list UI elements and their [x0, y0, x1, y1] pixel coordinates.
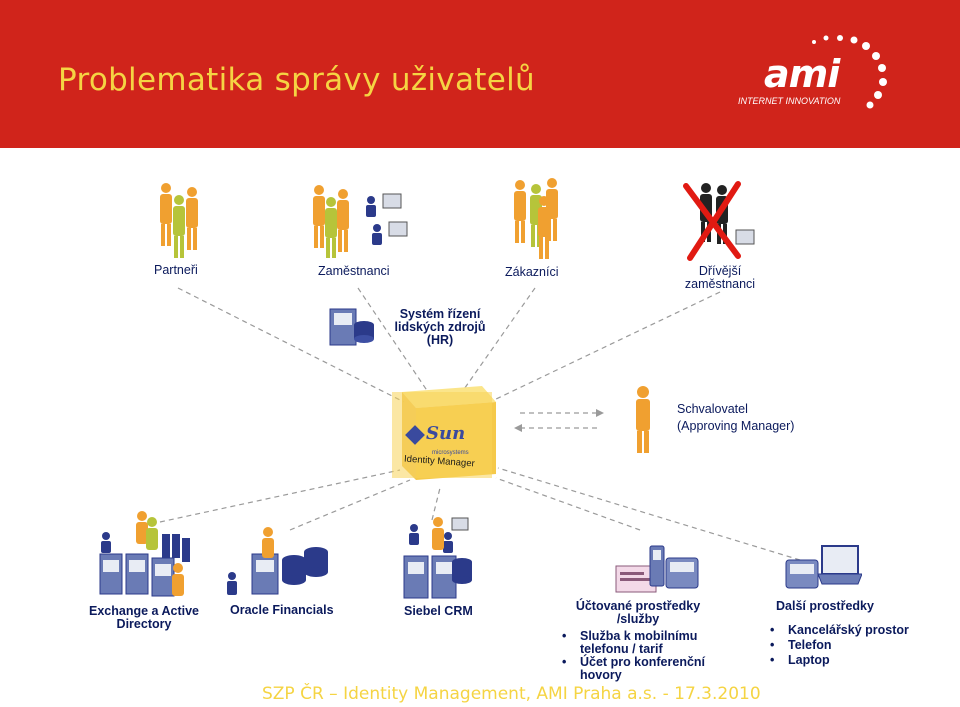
line-billing [495, 477, 641, 531]
billed-services-line1: Účtované prostředky [575, 599, 701, 613]
ami-logo: ami INTERNET INNOVATION [736, 30, 906, 120]
employees-label: Zaměstnanci [318, 264, 390, 278]
header-bar [0, 0, 960, 148]
sun-brand: Sun [426, 423, 466, 444]
customers-people-icon [514, 178, 558, 259]
exchange-ad-line1: Exchange a Active [88, 604, 199, 618]
logo-dots [812, 35, 887, 109]
billed-services-list: Služba k mobilnímu telefonu / tarif Účet… [560, 630, 730, 682]
hr-line3: (HR) [426, 333, 454, 347]
hr-line2: lidských zdrojů [394, 320, 486, 334]
hr-system-icon [329, 308, 374, 346]
line-siebel [431, 487, 441, 521]
list-item: Telefon [768, 638, 948, 653]
former-employees-line2: zaměstnanci [684, 277, 756, 291]
other-resources-icon [785, 545, 862, 589]
former-employees-label: Dřívější zaměstnanci [680, 265, 760, 291]
other-resources-label: Další prostředky [776, 599, 874, 613]
logo-word: ami [764, 52, 840, 96]
exchange-ad-label: Exchange a Active Directory [82, 605, 206, 631]
slide-title: Problematika správy uživatelů [58, 62, 535, 98]
list-item: Služba k mobilnímu telefonu / tarif [560, 630, 730, 656]
partners-label: Partneři [154, 263, 198, 277]
approver-line1: Schvalovatel [677, 402, 748, 416]
other-resources-list: Kancelářský prostor Telefon Laptop [768, 623, 948, 668]
line-customers [461, 287, 536, 393]
line-other [497, 467, 801, 561]
list-item: Laptop [768, 653, 948, 668]
customers-label: Zákazníci [505, 265, 559, 279]
partners-people-icon [160, 183, 198, 258]
line-oracle [289, 479, 411, 531]
approver-label: Schvalovatel (Approving Manager) [677, 403, 794, 433]
line-employees [357, 287, 429, 393]
list-item: Účet pro konferenční hovory [560, 656, 730, 682]
exchange-ad-line2: Directory [116, 617, 172, 631]
slide-footer: SZP ČR – Identity Management, AMI Praha … [262, 684, 761, 704]
logo-tagline: INTERNET INNOVATION [738, 96, 841, 106]
list-item: Kancelářský prostor [768, 623, 948, 638]
line-exchange [159, 469, 401, 523]
exchange-ad-icon [99, 511, 190, 597]
arrowhead-left [514, 424, 522, 432]
billed-services-label: Účtované prostředky /služby [560, 600, 716, 626]
line-partners [177, 287, 405, 403]
oracle-financials-label: Oracle Financials [230, 603, 334, 617]
sun-sub: microsystems [432, 450, 469, 456]
siebel-crm-label: Siebel CRM [404, 604, 473, 618]
former-employees-crossed-icon [683, 181, 755, 261]
identity-manager-box [392, 386, 496, 480]
oracle-financials-icon [227, 527, 328, 595]
approver-line2: (Approving Manager) [677, 419, 795, 433]
employees-people-icon [313, 185, 408, 258]
line-former [493, 291, 721, 401]
billed-services-line2: /služby [616, 612, 660, 626]
siebel-crm-icon [403, 517, 472, 599]
billed-services-icon [615, 545, 699, 593]
approver-person-icon [636, 386, 650, 453]
arrowhead-right [596, 409, 604, 417]
hr-system-label: Systém řízení lidských zdrojů (HR) [380, 308, 500, 347]
hr-line1: Systém řízení [399, 307, 481, 321]
former-employees-line1: Dřívější [698, 264, 742, 278]
